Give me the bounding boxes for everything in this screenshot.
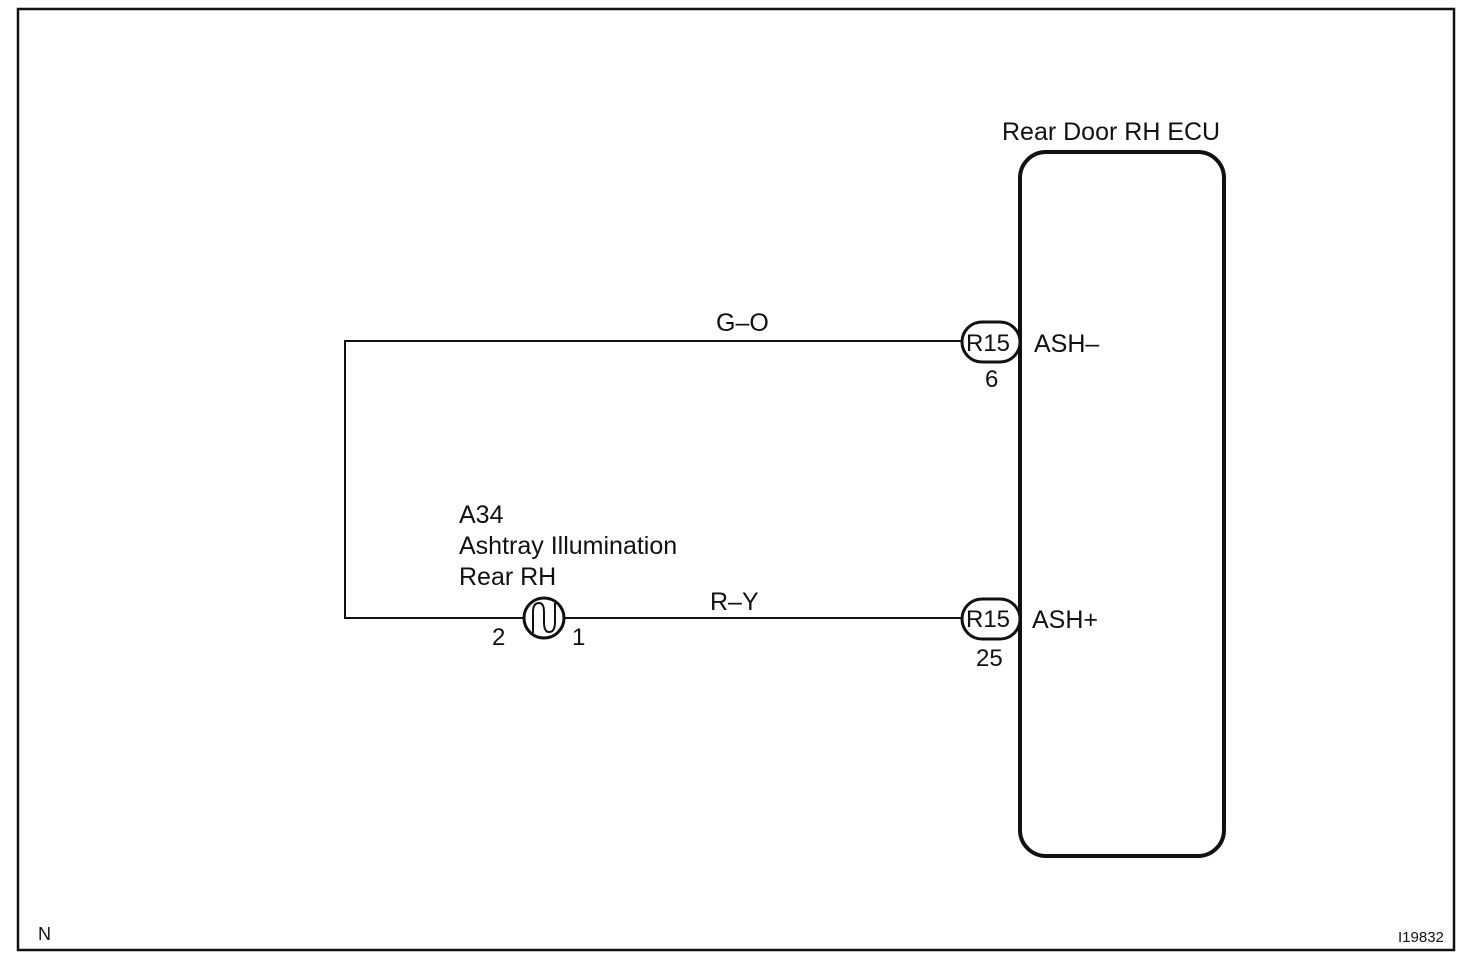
terminal-signal-ash-plus: ASH+ bbox=[1032, 606, 1098, 634]
terminal-signal-ash-minus: ASH– bbox=[1034, 330, 1099, 358]
wire-lower-label: R–Y bbox=[710, 588, 759, 616]
ecu-box bbox=[1018, 150, 1226, 858]
corner-mark: N bbox=[38, 924, 51, 944]
connector-outline bbox=[960, 597, 1022, 641]
component-name-line2: Rear RH bbox=[459, 563, 556, 591]
wire-upper bbox=[344, 340, 962, 619]
component-name-line1: Ashtray Illumination bbox=[459, 532, 677, 560]
ecu-title: Rear Door RH ECU bbox=[1002, 118, 1220, 146]
connector-r15-pin25: R15 25 bbox=[960, 597, 1022, 672]
connector-label: R15 bbox=[966, 606, 1010, 633]
component-pin-left: 2 bbox=[492, 624, 505, 651]
diagram-frame bbox=[16, 7, 1456, 952]
wire-upper-label: G–O bbox=[716, 309, 769, 337]
connector-r15-pin6: R15 6 bbox=[960, 320, 1022, 393]
connector-pin: 6 bbox=[985, 366, 998, 393]
connector-outline bbox=[960, 320, 1022, 364]
lamp-bulb-icon bbox=[522, 596, 566, 640]
component-pin-right: 1 bbox=[572, 624, 585, 651]
component-code: A34 bbox=[459, 501, 504, 529]
connector-pin: 25 bbox=[976, 645, 1003, 672]
connector-label: R15 bbox=[966, 330, 1010, 357]
figure-id: I19832 bbox=[1398, 929, 1444, 946]
